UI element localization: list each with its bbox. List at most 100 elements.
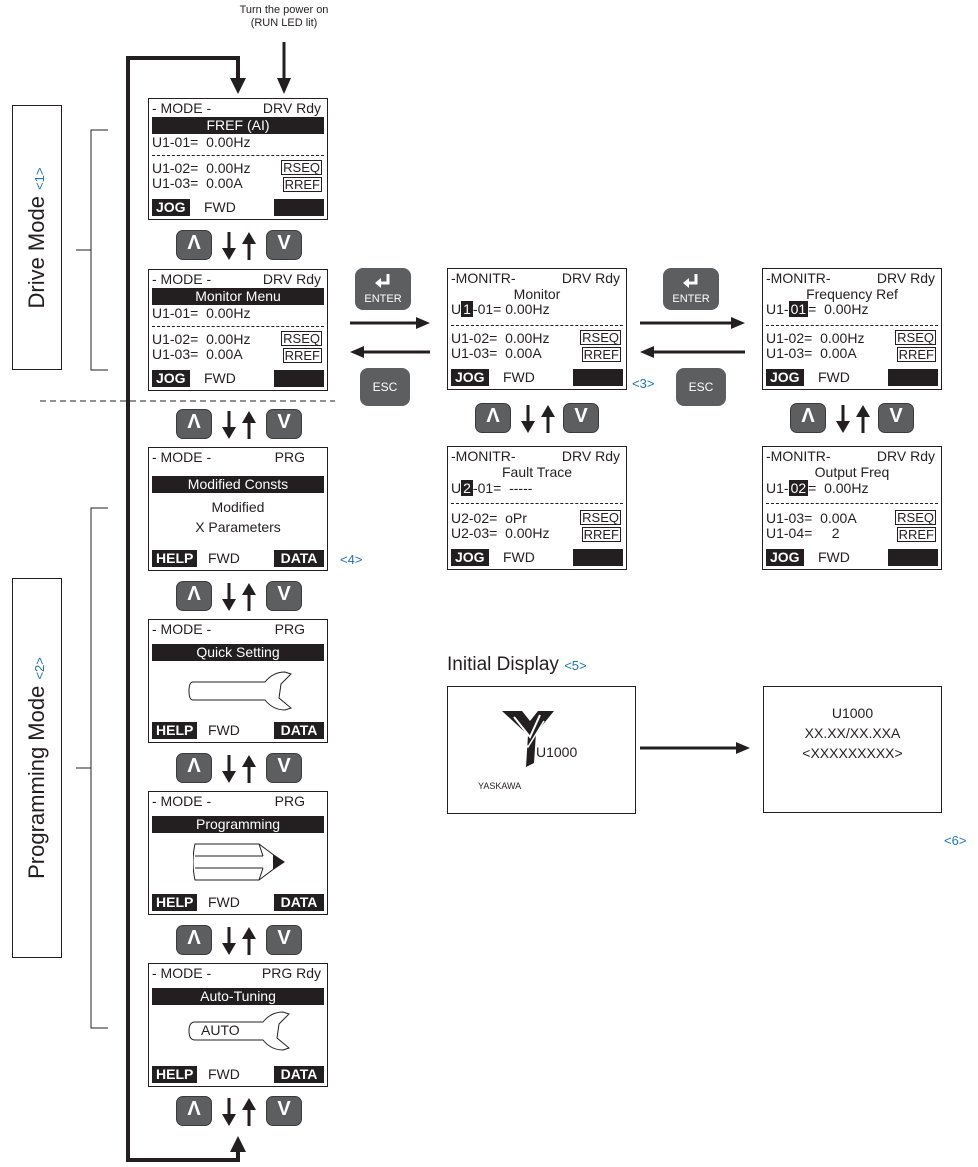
drive-mode-label: Drive Mode <1> bbox=[12, 105, 62, 370]
screen-title: Output Freq bbox=[814, 464, 890, 480]
screen-mode: -MONITR- bbox=[766, 270, 831, 286]
screen-mode: - MODE - bbox=[152, 793, 212, 809]
blank-key bbox=[573, 369, 623, 386]
drive-mode-text: Drive Mode bbox=[24, 195, 49, 309]
divider bbox=[451, 503, 623, 504]
screen-line: X Parameters bbox=[195, 519, 281, 535]
up-arrow-icon bbox=[242, 232, 256, 260]
screen-status: DRV Rdy bbox=[876, 448, 935, 464]
down-key[interactable]: V bbox=[563, 403, 599, 433]
up-key[interactable]: Λ bbox=[176, 753, 212, 783]
rseq-box: RSEQ bbox=[580, 510, 621, 525]
screen-mode: - MODE - bbox=[152, 965, 212, 981]
drive-mode-note: <1> bbox=[32, 166, 47, 190]
rref-box: RREF bbox=[581, 347, 621, 362]
up-key[interactable]: Λ bbox=[790, 403, 826, 433]
down-key[interactable]: V bbox=[878, 403, 914, 433]
note-6: <6> bbox=[944, 833, 967, 848]
screen-status: DRV Rdy bbox=[262, 100, 321, 116]
rref-box: RREF bbox=[282, 177, 322, 192]
up-arrow-icon bbox=[242, 583, 256, 611]
yaskawa-logo-icon bbox=[502, 711, 554, 767]
rref-box: RREF bbox=[896, 527, 936, 542]
screen-line: U1-02= 0.00Hz bbox=[451, 330, 550, 346]
updown-row-4: Λ V bbox=[176, 753, 316, 785]
programming-bracket bbox=[90, 507, 108, 1029]
fwd-label: FWD bbox=[503, 369, 535, 385]
info-line-1: U1000 bbox=[831, 705, 874, 721]
esc-key[interactable]: ESC bbox=[360, 368, 410, 406]
logo-model: U1000 bbox=[536, 744, 578, 760]
up-arrow-icon bbox=[242, 411, 256, 439]
up-key[interactable]: Λ bbox=[176, 230, 212, 260]
screen-mode: -MONITR- bbox=[451, 270, 516, 286]
screen-title-bar: Auto-Tuning bbox=[152, 988, 324, 1005]
down-key[interactable]: V bbox=[266, 753, 302, 783]
enter-icon bbox=[375, 274, 390, 288]
screen-status: PRG bbox=[274, 793, 305, 809]
up-key[interactable]: Λ bbox=[176, 409, 212, 439]
fwd-label: FWD bbox=[503, 549, 535, 565]
fwd-label: FWD bbox=[208, 722, 240, 738]
rseq-box: RSEQ bbox=[281, 331, 322, 346]
down-key[interactable]: V bbox=[266, 581, 302, 611]
blank-key bbox=[888, 549, 938, 566]
data-key-label: DATA bbox=[274, 550, 324, 567]
power-on-line1: Turn the power on bbox=[239, 4, 329, 16]
down-arrow-icon bbox=[521, 405, 535, 433]
programming-mode-note: <2> bbox=[32, 657, 47, 680]
up-key[interactable]: Λ bbox=[176, 1096, 212, 1126]
down-key[interactable]: V bbox=[266, 409, 302, 439]
screen-mode: -MONITR- bbox=[451, 448, 516, 464]
down-key[interactable]: V bbox=[266, 230, 302, 260]
updown-row-right: Λ V bbox=[790, 403, 930, 435]
fwd-label: FWD bbox=[208, 894, 240, 910]
updown-row-1: Λ V bbox=[176, 230, 316, 262]
data-key-label: DATA bbox=[274, 894, 324, 911]
divider bbox=[152, 326, 324, 327]
initial-display-info-screen: U1000 XX.XX/XX.XXA <XXXXXXXXX> bbox=[763, 686, 942, 813]
down-arrow-icon bbox=[222, 1098, 236, 1126]
up-arrow-icon bbox=[242, 755, 256, 783]
help-key-label: HELP bbox=[152, 894, 198, 911]
screen-status: DRV Rdy bbox=[262, 271, 321, 287]
screen-status: DRV Rdy bbox=[876, 270, 935, 286]
fwd-label: FWD bbox=[818, 369, 850, 385]
help-key-label: HELP bbox=[152, 550, 198, 567]
up-key[interactable]: Λ bbox=[176, 925, 212, 955]
down-key[interactable]: V bbox=[266, 1096, 302, 1126]
down-arrow-icon bbox=[222, 583, 236, 611]
down-arrow-icon bbox=[222, 927, 236, 955]
logo-brand: YASKAWA bbox=[478, 781, 522, 791]
rref-box: RREF bbox=[581, 527, 621, 542]
down-key[interactable]: V bbox=[266, 925, 302, 955]
screen-title: Monitor bbox=[513, 286, 561, 302]
data-key-label: DATA bbox=[274, 1066, 324, 1083]
updown-row-5: Λ V bbox=[176, 925, 316, 957]
up-key[interactable]: Λ bbox=[176, 581, 212, 611]
screen-line: U1-03= 0.00A bbox=[152, 175, 243, 191]
power-arrowhead bbox=[277, 78, 291, 94]
screen-line: U1-03= 0.00A bbox=[152, 346, 243, 362]
enter-key[interactable]: ENTER bbox=[663, 268, 719, 310]
rseq-box: RSEQ bbox=[281, 160, 322, 175]
down-arrow-icon bbox=[836, 405, 850, 433]
screen-line: U1-01= 0.00Hz bbox=[766, 301, 869, 317]
divider bbox=[766, 503, 938, 504]
screen-status: PRG bbox=[274, 621, 305, 637]
up-key[interactable]: Λ bbox=[475, 403, 511, 433]
screen-line: U1-03= 0.00A bbox=[766, 345, 857, 361]
note-3: <3> bbox=[632, 376, 655, 391]
screen-line: U1-03= 0.00A bbox=[766, 510, 857, 526]
esc-key[interactable]: ESC bbox=[676, 368, 726, 406]
screen-line: U1-02= 0.00Hz bbox=[152, 331, 251, 347]
enter-key[interactable]: ENTER bbox=[355, 268, 411, 310]
divider bbox=[451, 325, 623, 326]
screen-line: Modified bbox=[211, 499, 265, 515]
screen-line: U1-01= 0.00Hz bbox=[152, 305, 251, 321]
